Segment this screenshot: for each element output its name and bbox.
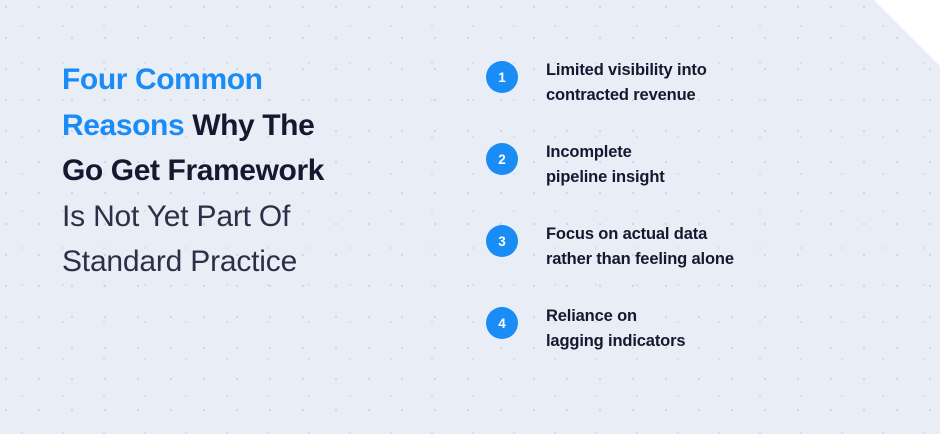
reasons-list: 1 Limited visibility into contracted rev…	[486, 58, 886, 354]
reason-text-line-2: contracted revenue	[546, 86, 696, 104]
reason-text-line-1: Reliance on	[546, 307, 637, 325]
heading-line-4: Is Not Yet Part Of	[62, 199, 291, 233]
heading-accent-2: Reasons	[62, 108, 185, 142]
reason-text-line-2: lagging indicators	[546, 332, 686, 350]
heading-line-1: Four Common	[62, 57, 432, 103]
reason-text: Focus on actual data rather than feeling…	[546, 222, 734, 272]
reason-number-badge: 4	[486, 307, 518, 339]
reason-text: Reliance on lagging indicators	[546, 304, 686, 354]
list-item: 1 Limited visibility into contracted rev…	[486, 58, 886, 108]
heading-line-2-rest: Why The	[184, 108, 315, 142]
reason-number-badge: 2	[486, 143, 518, 175]
reason-number-badge: 3	[486, 225, 518, 257]
page-title: Four Common Reasons Why The Go Get Frame…	[62, 57, 432, 285]
reason-text-line-1: Incomplete	[546, 143, 632, 161]
list-item: 3 Focus on actual data rather than feeli…	[486, 222, 886, 272]
reason-text-line-1: Focus on actual data	[546, 225, 708, 243]
heading-line-3: Go Get Framework	[62, 154, 325, 187]
heading-line-2: Reasons Why The	[62, 103, 432, 149]
heading-accent-1: Four Common	[62, 63, 263, 96]
reason-text-line-2: rather than feeling alone	[546, 250, 734, 268]
reason-text-line-1: Limited visibility into	[546, 61, 707, 79]
reason-number-badge: 1	[486, 61, 518, 93]
reason-text-line-2: pipeline insight	[546, 168, 665, 186]
reason-text: Limited visibility into contracted reven…	[546, 58, 707, 108]
list-item: 2 Incomplete pipeline insight	[486, 140, 886, 190]
reason-text: Incomplete pipeline insight	[546, 140, 665, 190]
list-item: 4 Reliance on lagging indicators	[486, 304, 886, 354]
heading-line-5: Standard Practice	[62, 245, 298, 278]
